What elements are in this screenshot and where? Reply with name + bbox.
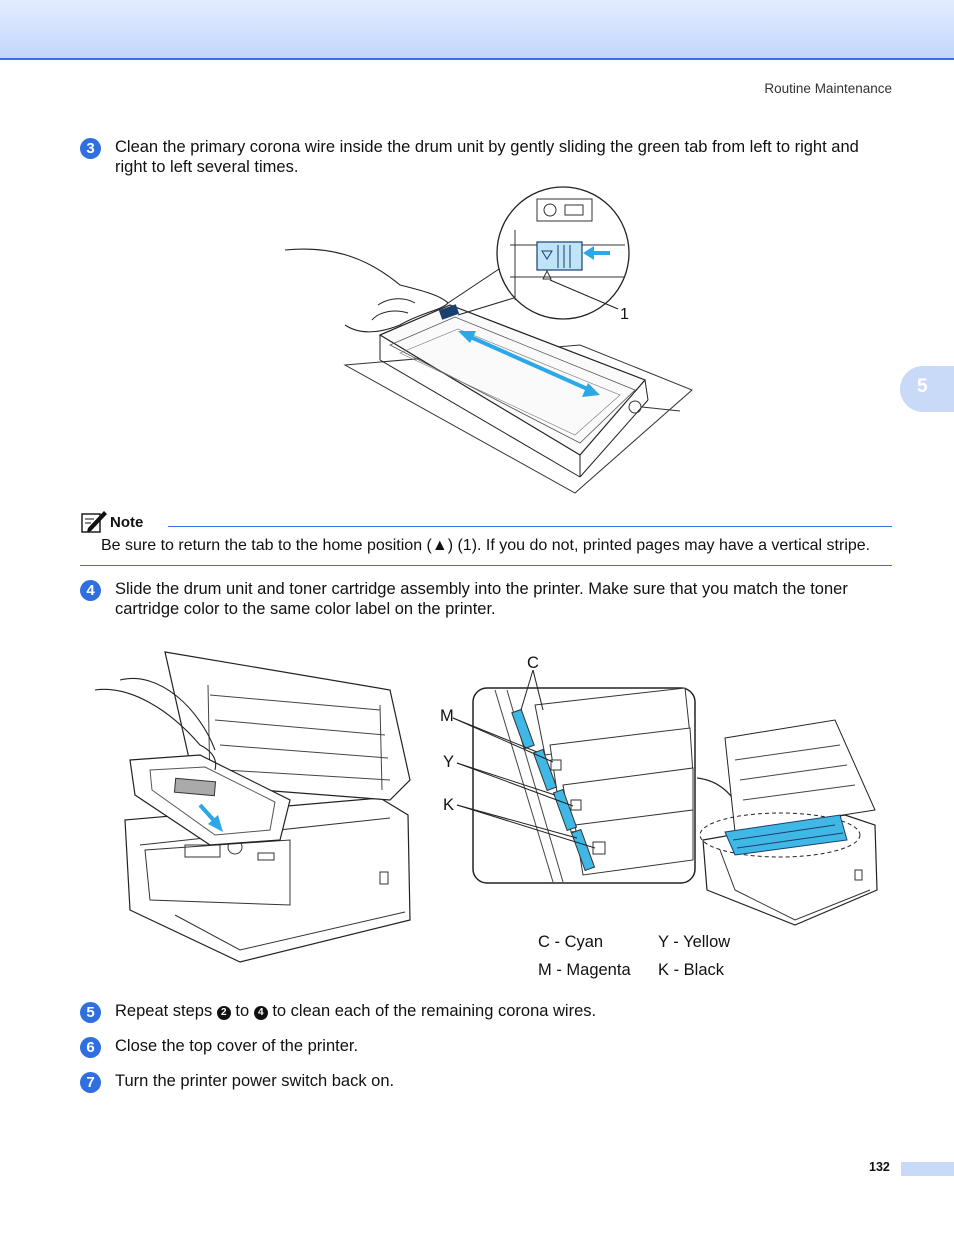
note-rule-top (168, 526, 892, 527)
step-number: 4 (80, 580, 101, 601)
label-m: M (440, 707, 454, 725)
step-text: Slide the drum unit and toner cartridge … (115, 580, 848, 618)
step-ref-2: 2 (216, 1006, 231, 1020)
header-band (0, 0, 954, 60)
note-pencil-icon (81, 511, 107, 533)
step-text: Turn the printer power switch back on. (115, 1072, 395, 1090)
toner-color-labels-illustration (452, 669, 878, 926)
callout-1: 1 (620, 306, 629, 323)
label-k: K (443, 796, 455, 814)
step-text-mid: to (230, 1002, 254, 1020)
step-number: 5 (80, 1002, 101, 1023)
label-y: Y (443, 753, 455, 771)
step-number: 6 (80, 1037, 101, 1058)
legend-cyan: C - Cyan (538, 933, 604, 951)
insert-drum-unit-illustration (94, 651, 411, 963)
chapter-tab[interactable]: 5 (900, 366, 954, 412)
legend-magenta: M - Magenta (538, 961, 631, 979)
note-text: Be sure to return the tab to the home po… (101, 537, 871, 554)
note-title: Note (110, 514, 144, 531)
step-text: Clean the primary corona wire inside the… (115, 138, 859, 176)
drum-unit-cleaning-illustration: 1 (284, 186, 693, 494)
step-number: 7 (80, 1072, 101, 1093)
page-number: 132 (869, 1160, 890, 1174)
note-rule-bottom (80, 565, 892, 566)
step-text: Close the top cover of the printer. (115, 1037, 359, 1055)
running-head: Routine Maintenance (764, 81, 892, 96)
step-text-pre: Repeat steps (115, 1002, 217, 1020)
page-number-bar (901, 1162, 954, 1176)
step-text: Repeat steps 2 to 4 to clean each of the… (115, 1001, 895, 1021)
step-number: 3 (80, 138, 101, 159)
label-c: C (527, 654, 539, 672)
legend-black: K - Black (658, 961, 725, 979)
step-ref-4: 4 (253, 1006, 268, 1020)
step-text-post: to clean each of the remaining corona wi… (267, 1002, 597, 1020)
chapter-tab-label: 5 (917, 376, 928, 397)
legend-yellow: Y - Yellow (658, 933, 731, 951)
